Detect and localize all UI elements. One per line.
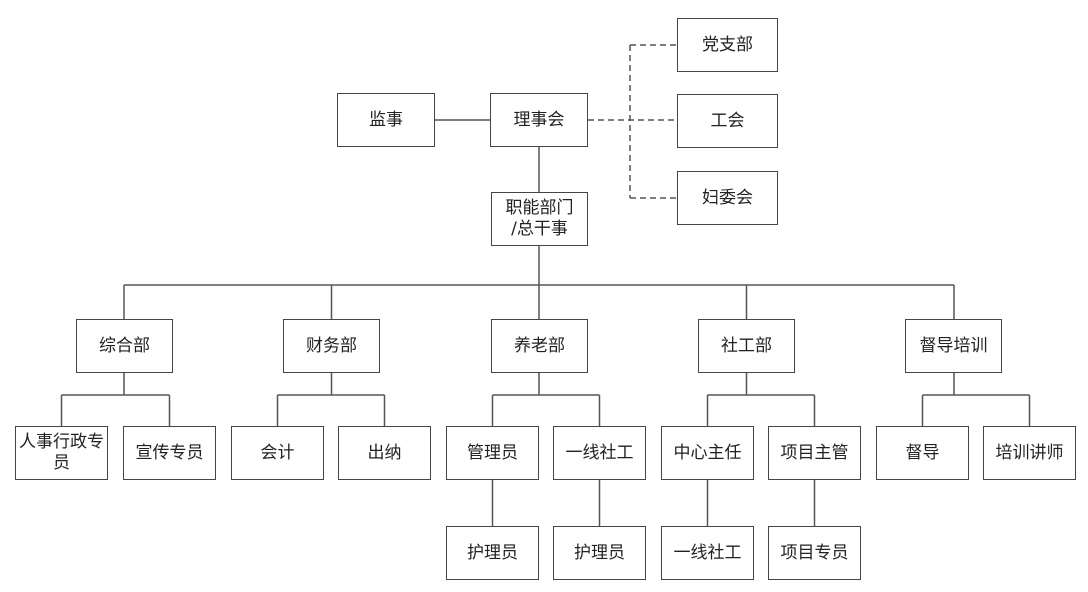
finance-children-connector — [276, 373, 386, 426]
node-label: 人事行政专员 — [19, 432, 104, 473]
node-functional-dept: 职能部门 /总干事 — [491, 192, 588, 246]
role-center-director: 中心主任 — [661, 426, 754, 480]
role-accountant: 会计 — [231, 426, 324, 480]
node-label: 会计 — [260, 442, 295, 463]
node-label: 工会 — [710, 110, 745, 131]
node-label: 综合部 — [99, 335, 150, 356]
role-project-specialist: 项目专员 — [768, 526, 861, 580]
node-union: 工会 — [677, 94, 778, 148]
node-label: 一线社工 — [565, 442, 634, 463]
node-label: 护理员 — [467, 542, 518, 563]
role-frontline-social-worker: 一线社工 — [661, 526, 754, 580]
node-label: 培训讲师 — [995, 442, 1064, 463]
dept-supervision-training: 督导培训 — [905, 319, 1002, 373]
general-children-connector — [60, 373, 171, 426]
node-label-line2: /总干事 — [511, 219, 568, 239]
role-cashier: 出纳 — [338, 426, 431, 480]
node-label: 监事 — [369, 109, 403, 130]
social-children-connector — [706, 373, 816, 426]
node-label: 出纳 — [367, 442, 402, 463]
role-hr-admin: 人事行政专员 — [15, 426, 108, 480]
node-label-line1: 职能部门 — [505, 198, 574, 218]
role-caregiver: 护理员 — [553, 526, 646, 580]
role-frontline-social-worker: 一线社工 — [553, 426, 646, 480]
node-label: 中心主任 — [673, 442, 742, 463]
node-label: 督导培训 — [919, 335, 988, 356]
dept-finance: 财务部 — [283, 319, 380, 373]
node-label: 社工部 — [721, 335, 772, 356]
node-womens-committee: 妇委会 — [677, 171, 778, 225]
elderly-children-connector — [491, 373, 601, 426]
dept-general: 综合部 — [76, 319, 173, 373]
node-label: 财务部 — [306, 335, 357, 356]
role-manager: 管理员 — [446, 426, 539, 480]
role-caregiver: 护理员 — [446, 526, 539, 580]
supervision-children-connector — [921, 373, 1031, 426]
dept-social-work: 社工部 — [698, 319, 795, 373]
node-label: 护理员 — [574, 542, 625, 563]
node-party-branch: 党支部 — [677, 18, 778, 72]
dept-elderly-care: 养老部 — [491, 319, 588, 373]
node-label: 督导 — [905, 442, 940, 463]
node-board: 理事会 — [490, 93, 588, 147]
node-label: 宣传专员 — [135, 442, 204, 463]
role-supervisor: 督导 — [876, 426, 969, 480]
node-label: 一线社工 — [673, 542, 742, 563]
node-supervisor: 监事 — [337, 93, 435, 147]
node-label: 妇委会 — [702, 187, 753, 208]
role-trainer: 培训讲师 — [983, 426, 1076, 480]
node-label: 党支部 — [702, 34, 753, 55]
node-label: 养老部 — [514, 335, 565, 356]
node-label: 项目主管 — [780, 442, 849, 463]
node-label: 管理员 — [467, 442, 518, 463]
node-label: 理事会 — [513, 109, 565, 130]
role-publicity: 宣传专员 — [123, 426, 216, 480]
role-project-lead: 项目主管 — [768, 426, 861, 480]
node-label: 项目专员 — [780, 542, 849, 563]
